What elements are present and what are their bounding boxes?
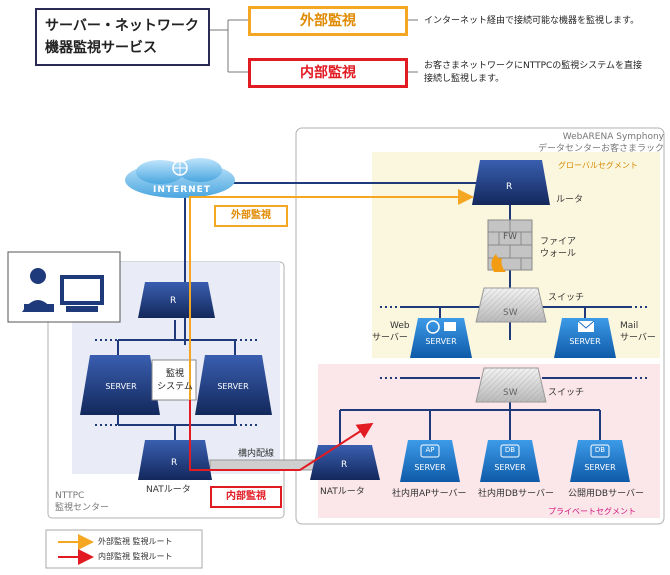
- web-label-line2: サーバー: [372, 333, 408, 343]
- legend-internal-label: 内部監視 監視ルート: [98, 552, 173, 561]
- service-title-box: サーバー・ネットワーク 機器監視サービス: [35, 8, 210, 66]
- nttpc-router-letter: R: [170, 296, 177, 306]
- firewall-flame-icon: [491, 254, 506, 272]
- mail-envelope-icon: [578, 321, 594, 332]
- ap-server: [400, 440, 460, 482]
- dc-nat-letter: R: [341, 460, 348, 470]
- external-monitoring-desc: インターネット経由で接続可能な機器を監視します。: [424, 16, 640, 26]
- public-db-server-label: SERVER: [584, 463, 616, 472]
- internet-cloud: [125, 158, 235, 198]
- mail-label-line1: Mail: [620, 321, 639, 331]
- private-segment-label: プライベートセグメント: [548, 507, 636, 516]
- sw-global-letter: SW: [503, 308, 518, 318]
- internal-route-tag: 内部監視: [210, 486, 282, 508]
- public-db-label: 公開用DBサーバー: [568, 489, 645, 499]
- internal-route-path: [189, 400, 374, 471]
- public-db-server: [570, 440, 630, 482]
- external-route-tag: 外部監視: [214, 205, 288, 227]
- nttpc-router: [138, 282, 215, 318]
- network-links: [117, 182, 630, 445]
- switch-global-label: スイッチ: [548, 293, 585, 303]
- operator-icon: [22, 268, 104, 312]
- internal-ap-label: 社内用APサーバー: [392, 489, 467, 499]
- legend-box: [45, 529, 203, 569]
- mail-label-line2: サーバー: [620, 333, 656, 343]
- nttpc-nat-label: NATルータ: [146, 485, 191, 495]
- datacenter-subtitle: データセンターお客さまラック: [537, 144, 664, 154]
- internal-db-label: 社内用DBサーバー: [478, 489, 555, 499]
- router-label: ルータ: [556, 195, 584, 205]
- internal-db-server-label: SERVER: [494, 463, 526, 472]
- nttpc-server-right-label: SERVER: [217, 382, 249, 391]
- public-db-badge: DB: [594, 446, 606, 454]
- web-monitor-icon: [444, 322, 456, 331]
- web-server-label: SERVER: [425, 337, 457, 346]
- fw-letter: FW: [503, 232, 518, 242]
- monitoring-system-box: [151, 359, 197, 401]
- internet-label: INTERNET: [153, 185, 211, 195]
- nttpc-label-line1: NTTPC: [55, 491, 85, 501]
- internal-monitoring-label: 内部監視: [248, 58, 408, 88]
- ap-badge: AP: [425, 446, 435, 454]
- nttpc-nat-letter: R: [171, 458, 178, 468]
- firewall-label-line1: ファイア: [540, 237, 577, 247]
- dc-nat-label: NATルータ: [320, 487, 365, 497]
- web-server: [410, 318, 472, 358]
- header-connectors: [210, 19, 418, 73]
- monitor-system-line1: 監視: [165, 369, 184, 379]
- nttpc-server-right: [195, 355, 272, 415]
- nttpc-server-left-label: SERVER: [105, 382, 137, 391]
- service-title-line1: サーバー・ネットワーク: [45, 18, 199, 34]
- datacenter-title: WebARENA Symphony: [562, 132, 664, 142]
- datacenter-frame: [295, 127, 665, 525]
- internal-desc-line1: お客さまネットワークにNTTPCの監視システムを直接: [424, 61, 643, 71]
- ap-server-label: SERVER: [414, 463, 446, 472]
- mail-server-label: SERVER: [569, 337, 601, 346]
- nttpc-server-left: [80, 355, 160, 415]
- monitor-system-line2: システム: [157, 382, 193, 392]
- global-segment-label: グローバルセグメント: [558, 161, 638, 170]
- switch-private-label: スイッチ: [548, 388, 585, 398]
- firewall: [487, 219, 533, 272]
- web-globe-icon: [426, 320, 440, 334]
- lan-label: 構内配線: [238, 449, 275, 459]
- switch-global: [475, 287, 547, 323]
- service-title-line2: 機器監視サービス: [45, 40, 157, 56]
- dc-router-letter: R: [506, 182, 513, 192]
- legend-external-label: 外部監視 監視ルート: [98, 537, 173, 546]
- dotted-links: [95, 306, 650, 426]
- external-monitoring-label: 外部監視: [248, 6, 408, 36]
- external-route-path: [189, 189, 474, 400]
- dc-nat-router: [310, 445, 380, 480]
- switch-private: [475, 367, 547, 403]
- mail-server: [554, 318, 616, 358]
- internal-desc-line2: 接続し監視します。: [424, 74, 505, 84]
- sw-private-letter: SW: [503, 388, 518, 398]
- nttpc-label-line2: 監視センター: [55, 503, 110, 513]
- web-label-line1: Web: [390, 321, 410, 331]
- internal-monitoring-desc: お客さまネットワークにNTTPCの監視システムを直接 接続し監視します。: [424, 60, 669, 86]
- internal-db-badge: DB: [504, 446, 516, 454]
- internal-db-server: [480, 440, 540, 482]
- dc-router: [472, 160, 550, 205]
- lan-cable: [209, 459, 316, 471]
- firewall-label-line2: ウォール: [540, 249, 577, 259]
